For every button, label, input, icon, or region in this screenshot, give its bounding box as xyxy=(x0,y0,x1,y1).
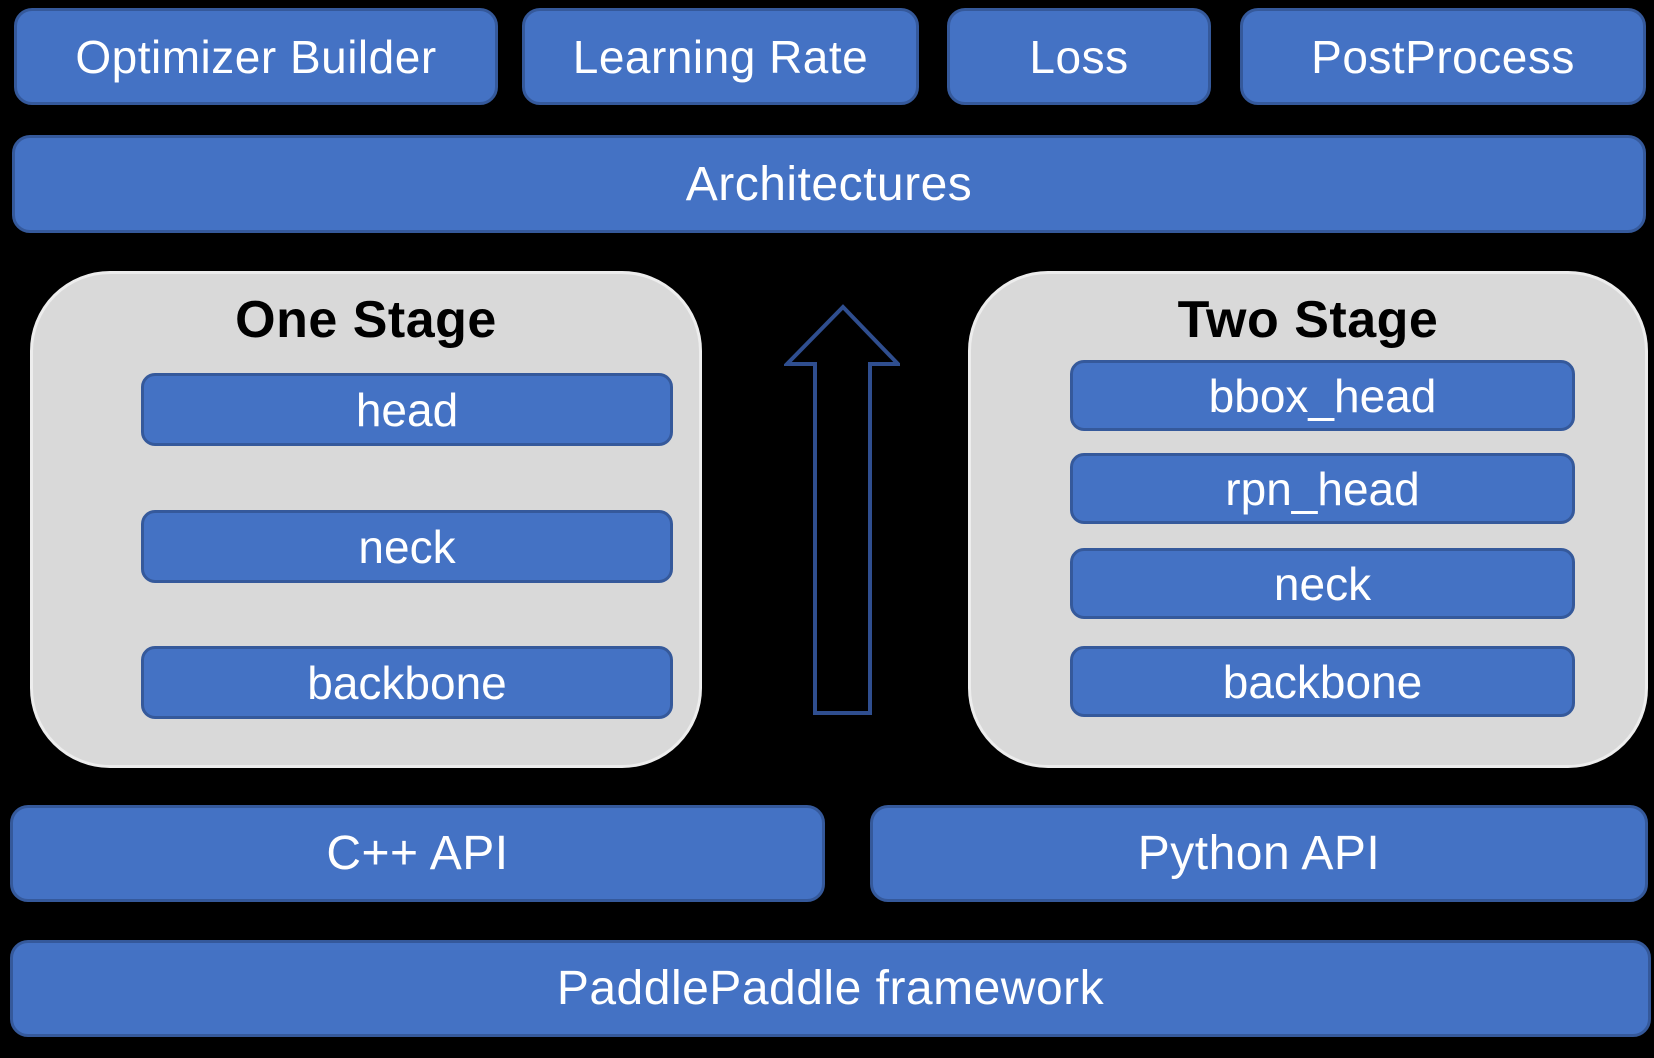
up-arrow-icon xyxy=(782,303,903,715)
two-stage-layer-bbox-head: bbox_head xyxy=(1070,360,1575,431)
one-stage-layer-head: head xyxy=(141,373,673,446)
one-stage-neck-label: neck xyxy=(358,520,456,573)
one-stage-layer-backbone: backbone xyxy=(141,646,673,719)
python-api-bar: Python API xyxy=(870,805,1648,902)
module-loss: Loss xyxy=(947,8,1211,105)
two-stage-title: Two Stage xyxy=(1177,291,1439,349)
two-stage-layer-neck: neck xyxy=(1070,548,1575,619)
one-stage-title: One Stage xyxy=(235,291,497,349)
two-stage-rpn-head-label: rpn_head xyxy=(1225,462,1420,515)
module-postprocess-label: PostProcess xyxy=(1311,30,1575,83)
two-stage-backbone-label: backbone xyxy=(1222,655,1423,708)
framework-bar: PaddlePaddle framework xyxy=(10,940,1651,1037)
cpp-api-label: C++ API xyxy=(326,827,509,880)
one-stage-head-label: head xyxy=(355,383,459,436)
one-stage-backbone-label: backbone xyxy=(307,656,507,709)
module-optimizer-builder: Optimizer Builder xyxy=(14,8,498,105)
one-stage-layer-neck: neck xyxy=(141,510,673,583)
two-stage-layer-backbone: backbone xyxy=(1070,646,1575,717)
one-stage-container: One Stage head neck backbone xyxy=(30,271,702,768)
module-learning-rate: Learning Rate xyxy=(522,8,919,105)
module-optimizer-builder-label: Optimizer Builder xyxy=(75,30,437,83)
architectures-label: Architectures xyxy=(685,157,973,211)
python-api-label: Python API xyxy=(1137,827,1381,880)
module-loss-label: Loss xyxy=(1029,30,1129,83)
architectures-bar: Architectures xyxy=(12,135,1646,233)
two-stage-neck-label: neck xyxy=(1273,557,1372,610)
framework-label: PaddlePaddle framework xyxy=(556,962,1105,1015)
module-postprocess: PostProcess xyxy=(1240,8,1646,105)
two-stage-container: Two Stage bbox_head rpn_head neck backbo… xyxy=(968,271,1648,768)
module-learning-rate-label: Learning Rate xyxy=(572,30,869,83)
cpp-api-bar: C++ API xyxy=(10,805,825,902)
two-stage-layer-rpn-head: rpn_head xyxy=(1070,453,1575,524)
two-stage-bbox-head-label: bbox_head xyxy=(1208,369,1437,422)
